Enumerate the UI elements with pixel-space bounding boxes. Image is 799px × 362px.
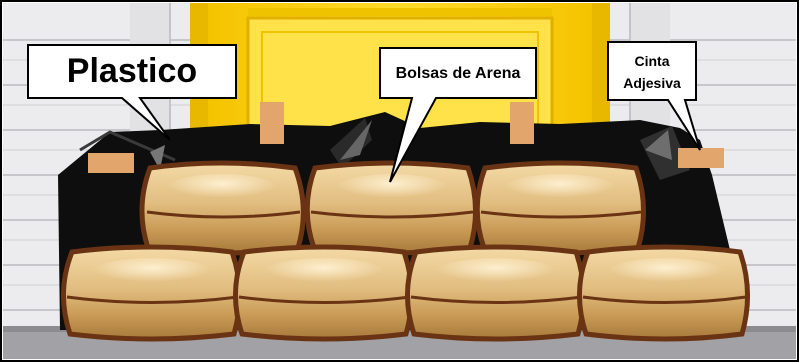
sandbag: [474, 160, 646, 256]
tape-strip: [678, 148, 724, 168]
sandbag: [139, 160, 306, 256]
callout-plastic-label: Plastico: [67, 52, 197, 90]
tape-strip: [260, 102, 284, 144]
sandbag: [233, 244, 414, 342]
callout-sandbags-label: Bolsas de Arena: [396, 65, 521, 82]
callout-tape: Cinta Adjesiva: [607, 41, 701, 151]
tape-strips: [88, 102, 724, 173]
callout-plastic: Plastico: [27, 44, 237, 141]
sandbags-bottom-row: [61, 244, 750, 342]
tape-strip: [88, 153, 134, 173]
sandbag: [61, 244, 242, 342]
callout-sandbags: Bolsas de Arena: [379, 47, 537, 183]
callout-tape-label-line1: Cinta: [635, 53, 670, 69]
callout-tape-label-line2: Adjesiva: [623, 75, 681, 91]
tape-strip: [510, 102, 534, 144]
sandbag: [405, 244, 586, 342]
sandbag: [577, 244, 750, 342]
